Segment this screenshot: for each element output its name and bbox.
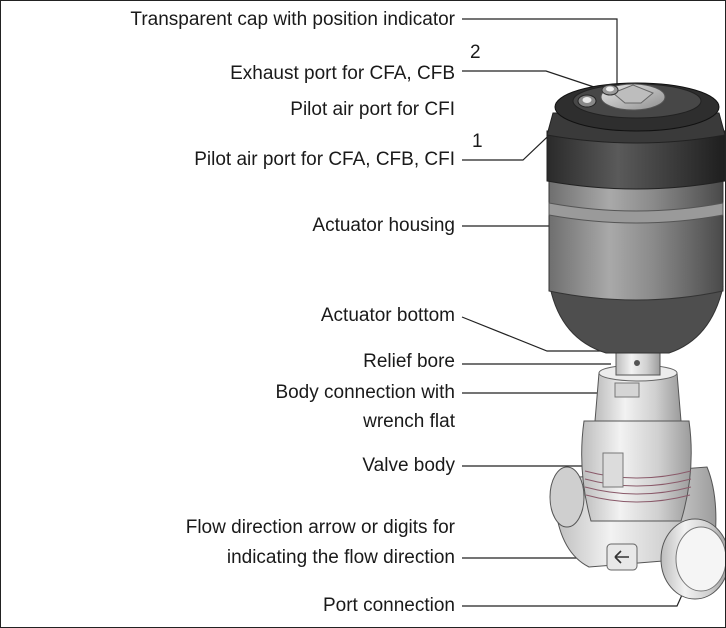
label-exhaust-port: Exhaust port for CFA, CFB <box>230 63 455 84</box>
valve-body-shape <box>549 340 725 600</box>
label-flow-arrow-line2: indicating the flow direction <box>226 547 455 568</box>
label-pilot-port-cfi: Pilot air port for CFI <box>290 99 455 120</box>
port-number-2: 2 <box>470 42 481 63</box>
label-body-connection-line1: Body connection with <box>275 382 455 403</box>
label-body-connection-line2: wrench flat <box>363 411 455 432</box>
label-actuator-housing: Actuator housing <box>312 215 455 236</box>
leader-exhaust-port <box>462 70 607 92</box>
label-transparent-cap: Transparent cap with position indicator <box>130 9 455 30</box>
leader-actuator-bottom <box>461 316 608 352</box>
leader-transparent-cap <box>462 18 618 94</box>
port-number-1: 1 <box>472 131 483 152</box>
label-relief-bore: Relief bore <box>363 351 455 372</box>
label-pilot-port-all: Pilot air port for CFA, CFB, CFI <box>194 149 455 170</box>
actuator-housing-shape <box>546 82 725 354</box>
label-actuator-bottom: Actuator bottom <box>320 305 455 326</box>
label-port-connection: Port connection <box>322 595 455 616</box>
cap-shape <box>577 83 666 111</box>
label-flow-arrow-line1: Flow direction arrow or digits for <box>185 517 455 538</box>
label-valve-body: Valve body <box>362 455 455 476</box>
